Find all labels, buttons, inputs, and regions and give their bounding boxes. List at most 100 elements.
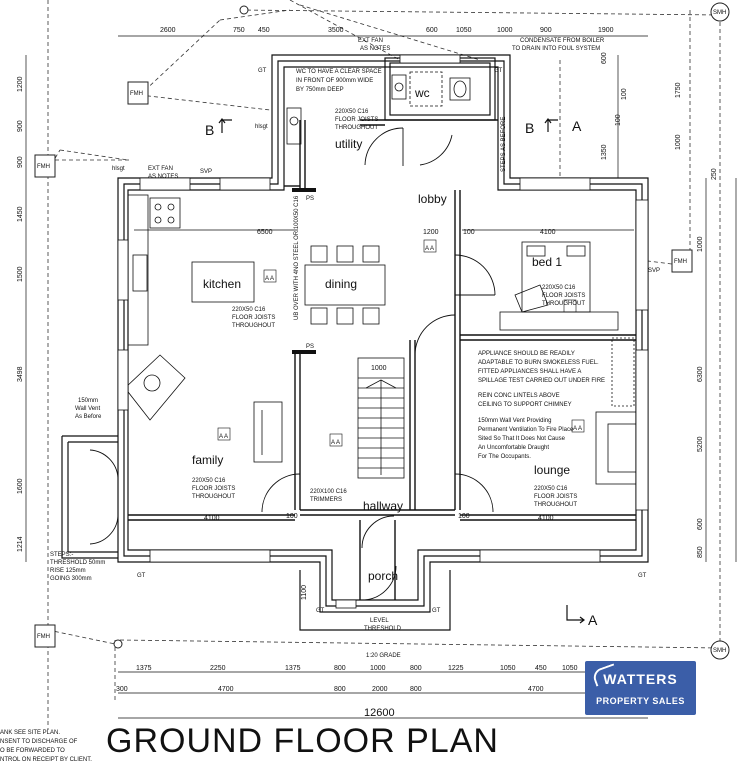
joists-bed-2: FLOOR JOISTS <box>542 293 585 299</box>
fmh-left-label: FMH <box>37 164 50 170</box>
joists-lounge-3: THROUGHOUT <box>534 502 577 508</box>
section-b-left: B <box>205 122 214 138</box>
steps-before-label: STEPS AS BEFORE <box>501 117 507 172</box>
aa-lobby: A A <box>425 246 434 252</box>
joists-kitchen-2: FLOOR JOISTS <box>232 315 275 321</box>
ext-fan-kitchen-1: EXT FAN <box>148 166 173 172</box>
dim-l-6: 3498 <box>17 366 24 382</box>
dim-100-c: 100 <box>458 513 470 520</box>
dim-r-1: 1750 <box>675 82 682 98</box>
dim-b1-9: 450 <box>535 665 547 672</box>
dim-l-5: 1500 <box>17 266 24 282</box>
page-title: GROUND FLOOR PLAN <box>106 722 499 760</box>
steps-note-3: RISE 125mm <box>50 568 86 574</box>
stair <box>357 357 405 479</box>
smh-top <box>710 2 730 22</box>
room-porch: porch <box>368 569 398 583</box>
hlsgt-kitchen: hlsgt <box>112 166 125 172</box>
lintels-note-1: REIN CONC LINTELS ABOVE <box>478 393 560 399</box>
bottom-note-1: ANK SEE SITE PLAN. <box>0 730 60 736</box>
dim-lobby: 1200 <box>423 229 439 236</box>
steel-posts <box>292 188 316 354</box>
svp-right: SVP <box>648 268 660 274</box>
dim-l-4: 1450 <box>17 206 24 222</box>
hlsgt-utility: hlsgt <box>255 124 268 130</box>
lounge-vent-4: An Uncomfortable Draught <box>478 445 549 451</box>
dim-b1-5: 1000 <box>370 665 386 672</box>
fmh-top-label: FMH <box>130 91 143 97</box>
lounge-vent-1: 150mm Wall Vent Providing <box>478 418 551 424</box>
joists-lounge-1: 220X50 C16 <box>534 486 568 492</box>
dimension-lines <box>25 35 737 719</box>
room-hallway: hallway <box>363 499 403 513</box>
joists-kitchen-3: THROUGHOUT <box>232 323 275 329</box>
dim-b1-6: 800 <box>410 665 422 672</box>
smh-bottom <box>710 640 730 660</box>
dim-l-8: 1214 <box>17 536 24 552</box>
dimension-text: 2600 750 450 3500 600 1050 1000 900 1900… <box>17 27 718 719</box>
room-lounge: lounge <box>534 463 570 477</box>
section-b-top: B <box>525 120 534 136</box>
gt-top-right: GT <box>494 68 503 74</box>
level-threshold-2: THRESHOLD <box>364 626 402 632</box>
joists-utility-3: THROUGHOUT <box>335 125 378 131</box>
dim-top-9: 1900 <box>598 27 614 34</box>
appliance-note-2: ADAPTABLE TO BURN SMOKELESS FUEL. <box>478 360 599 366</box>
dim-top-3: 450 <box>258 27 270 34</box>
bottom-note-4: NTROL ON RECEIPT BY CLIENT. <box>0 757 92 763</box>
gt-top: GT <box>258 68 267 74</box>
wc-note-3: BY 750mm DEEP <box>296 87 344 93</box>
lounge-vent-5: For The Occupants. <box>478 454 531 460</box>
room-wc: wc <box>414 86 430 100</box>
dim-porch-side: 1100 <box>301 585 308 600</box>
room-bed1: bed 1 <box>532 255 562 269</box>
dim-b2-3: 800 <box>334 686 346 693</box>
steps-note-1: STEPS:- <box>50 552 73 558</box>
dim-b1-10: 1050 <box>562 665 578 672</box>
dim-bed: 4100 <box>540 229 556 236</box>
joists-kitchen-1: 220X50 C16 <box>232 307 266 313</box>
watters-logo: WATTERS PROPERTY SALES <box>585 661 696 715</box>
joists-utility-1: 220X50 C16 <box>335 109 369 115</box>
dim-l-2: 900 <box>17 120 24 132</box>
dim-top-1: 2600 <box>160 27 176 34</box>
room-family: family <box>192 453 223 467</box>
family-vent-3: As Before <box>75 414 102 420</box>
aa-hallway: A A <box>331 440 340 446</box>
dim-r-6: 6300 <box>697 366 704 382</box>
appliance-note-3: FITTED APPLIANCES SHALL HAVE A <box>478 369 581 375</box>
joists-lounge-2: FLOOR JOISTS <box>534 494 577 500</box>
grade-label: 1:20 GRADE <box>366 653 401 659</box>
appliance-note-1: APPLIANCE SHOULD BE READILY <box>478 351 575 357</box>
dim-r-5: 1000 <box>697 236 704 252</box>
logo-tagline: PROPERTY SALES <box>596 696 685 706</box>
joists-bed-1: 220X50 C16 <box>542 285 576 291</box>
fmh-left <box>34 154 56 178</box>
dim-top-4: 3500 <box>328 27 344 34</box>
section-a-top: A <box>572 118 582 134</box>
fixtures <box>124 71 637 485</box>
bottom-note-2: NSENT TO DISCHARGE OF <box>0 739 78 745</box>
family-vent-1: 150mm <box>78 398 98 404</box>
dim-b1-1: 1375 <box>136 665 152 672</box>
fmh-bottom-label: FMH <box>37 634 50 640</box>
dim-b2-2: 4700 <box>218 686 234 693</box>
smh-bottom-label: SMH <box>713 648 726 654</box>
door-swings <box>89 127 496 601</box>
wc-note-1: WC TO HAVE A CLEAR SPACE <box>296 69 382 75</box>
ext-fan-top-1: EXT FAN <box>358 38 383 44</box>
dim-kitchen: 6500 <box>257 229 273 236</box>
ps-label-bottom: PS <box>306 344 314 350</box>
lintels-note-2: CEILING TO SUPPORT CHIMNEY <box>478 402 572 408</box>
dim-ri-1: 600 <box>601 52 608 64</box>
dim-top-6: 1050 <box>456 27 472 34</box>
dim-r-8: 600 <box>697 518 704 530</box>
ext-fan-kitchen-2: AS NOTES <box>148 174 178 180</box>
aa-markers <box>217 239 585 447</box>
dim-r-3: 1350 <box>601 144 608 160</box>
joists-family-1: 220X50 C16 <box>192 478 226 484</box>
trimmers-1: 220X100 C16 <box>310 489 347 495</box>
wc-note-2: IN FRONT OF 900mm WIDE <box>296 78 373 84</box>
external-walls <box>61 54 649 631</box>
